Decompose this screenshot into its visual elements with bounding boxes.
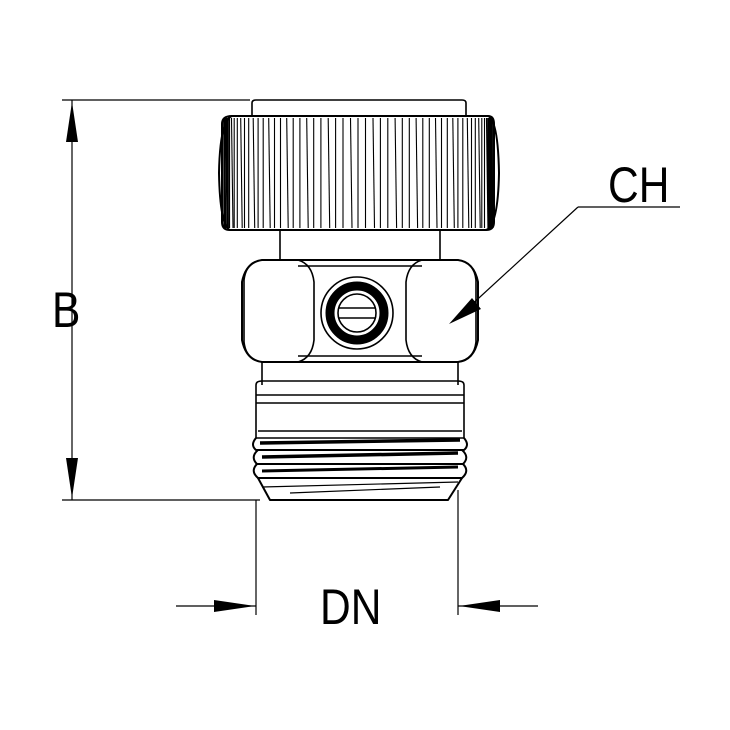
top-cap — [251, 99, 467, 116]
knurl-line — [466, 117, 470, 229]
b-arrow-bottom — [66, 458, 78, 498]
knurl-line — [268, 117, 271, 229]
knurled-knob — [218, 115, 500, 231]
neck — [279, 230, 441, 260]
knurl-line — [415, 117, 419, 229]
dimension-label-dn: DN — [320, 579, 382, 635]
knurl-line — [230, 117, 234, 229]
dn-arrow-left — [214, 600, 255, 612]
knurl-lines — [223, 117, 494, 229]
thread — [252, 437, 468, 501]
dimension-label-b: B — [52, 282, 81, 338]
dn-arrow-right — [459, 600, 500, 612]
dimension-label-ch: CH — [608, 157, 670, 213]
b-arrow-top — [66, 102, 78, 142]
knurl-line — [252, 117, 256, 229]
knurl-line — [327, 117, 331, 229]
knurl-line — [372, 117, 376, 229]
dimension-ch — [449, 206, 680, 324]
knurl-line — [394, 117, 398, 229]
ch-arrow — [449, 298, 481, 324]
screw — [320, 276, 394, 350]
hex-body — [241, 259, 479, 363]
knurl-line — [240, 117, 243, 229]
knurl-line — [349, 117, 353, 229]
dimension-dn — [176, 490, 538, 615]
knurl-line — [452, 117, 455, 229]
knurl-line — [478, 117, 481, 229]
dimension-b — [62, 99, 260, 501]
knurl-line — [434, 117, 438, 229]
knurl-line — [306, 117, 309, 229]
ch-leader-diagonal — [467, 206, 579, 309]
shank — [255, 362, 465, 438]
knurl-line — [286, 117, 289, 229]
